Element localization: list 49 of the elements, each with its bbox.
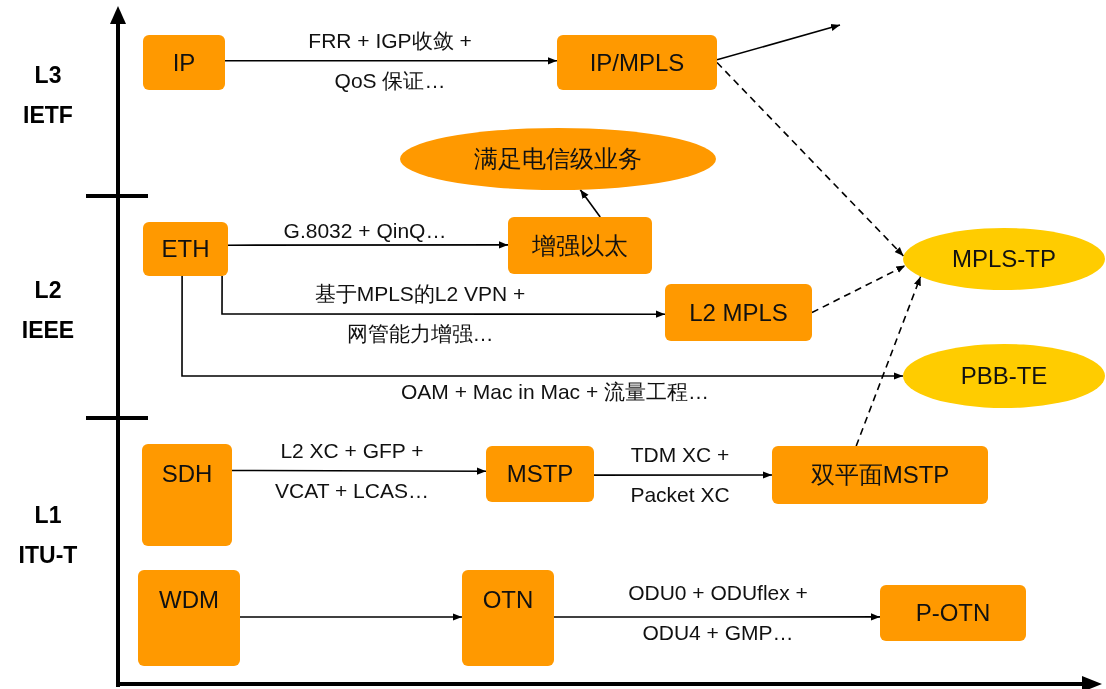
arrow: [593, 471, 773, 479]
node-label: ETH: [161, 235, 210, 263]
node-label: IP: [172, 48, 196, 77]
arrow: [239, 613, 463, 621]
node-label: MPLS-TP: [952, 245, 1056, 273]
process-box: [142, 444, 232, 546]
process-box: [665, 284, 812, 341]
edge-label: FRR + IGP收敛 + QoS 保证…: [307, 28, 473, 94]
process-box: [508, 217, 652, 274]
edge-label: 基于MPLS的L2 VPN + 网管能力增强…: [313, 281, 527, 347]
process-box: [143, 222, 228, 276]
arrow: [221, 275, 666, 318]
arrow: [855, 275, 922, 447]
node-label: 双平面MSTP: [810, 460, 950, 490]
process-box: [138, 570, 240, 666]
edge-label: L2 XC + GFP + VCAT + LCAS…: [274, 438, 430, 504]
node-label: OTN: [482, 586, 534, 614]
node-label: IP/MPLS: [589, 48, 685, 77]
edge-label: TDM XC + Packet XC: [629, 442, 731, 508]
node-label: 满足电信级业务: [474, 144, 642, 174]
arrow: [231, 467, 487, 475]
arrow: [579, 188, 601, 218]
node-label: MSTP: [506, 460, 574, 488]
node-label: SDH: [161, 460, 213, 488]
edge-label: ODU0 + ODUflex + ODU4 + GMP…: [627, 580, 809, 646]
arrow: [716, 61, 905, 257]
arrow: [227, 241, 509, 249]
process-box: [143, 35, 225, 90]
node-label: L2 MPLS: [689, 298, 788, 327]
node-label: WDM: [159, 586, 219, 614]
layer-label: L2 IEEE: [20, 276, 76, 345]
process-box: [462, 570, 554, 666]
layer-label: L3 IETF: [22, 61, 74, 130]
arrow: [181, 275, 904, 380]
ellipse-node: [903, 228, 1105, 290]
process-box: [557, 35, 717, 90]
arrow: [224, 57, 558, 65]
arrow: [811, 264, 907, 314]
edge-label: G.8032 + QinQ…: [283, 219, 447, 243]
arrow: [553, 613, 881, 621]
node-label: PBB-TE: [960, 362, 1048, 390]
node-label: P-OTN: [915, 599, 991, 627]
process-box: [486, 446, 594, 502]
layer-label: L1 ITU-T: [17, 501, 79, 570]
process-box: [880, 585, 1026, 641]
edge-label: OAM + Mac in Mac + 流量工程…: [400, 379, 710, 405]
arrow: [716, 24, 841, 61]
node-label: 增强以太: [532, 230, 628, 261]
process-box: [772, 446, 988, 504]
